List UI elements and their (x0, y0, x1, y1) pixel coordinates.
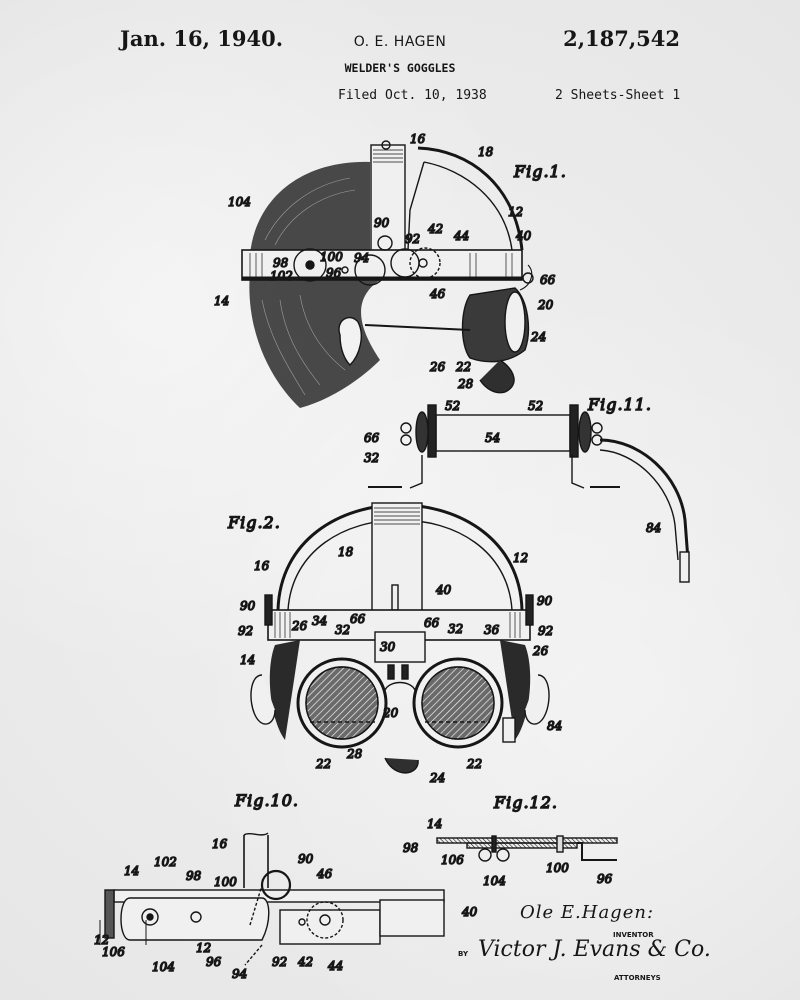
svg-text:22: 22 (466, 757, 482, 771)
svg-text:14: 14 (124, 864, 139, 878)
svg-text:102: 102 (270, 269, 293, 283)
svg-text:46: 46 (316, 867, 333, 881)
svg-text:102: 102 (154, 855, 177, 869)
svg-text:14: 14 (214, 294, 229, 308)
svg-text:12: 12 (508, 205, 523, 219)
svg-text:90: 90 (537, 594, 553, 608)
attorneys-signature: Victor J. Evans & Co. (478, 937, 711, 962)
svg-text:90: 90 (298, 852, 314, 866)
patent-title: WELDER'S GOGGLES (344, 61, 456, 75)
svg-text:92: 92 (538, 624, 553, 638)
svg-text:84: 84 (646, 521, 661, 535)
sheet-count: 2 Sheets-Sheet 1 (555, 88, 681, 103)
svg-text:30: 30 (380, 640, 396, 654)
svg-text:14: 14 (427, 817, 442, 831)
svg-text:92: 92 (238, 624, 253, 638)
svg-text:40: 40 (515, 229, 532, 243)
svg-text:24: 24 (530, 330, 546, 344)
svg-text:98: 98 (403, 841, 419, 855)
svg-text:16: 16 (254, 559, 270, 573)
inventor-caption: INVENTOR (613, 931, 654, 939)
svg-text:20: 20 (382, 706, 399, 720)
inventor-name: O. E. HAGEN (353, 34, 447, 50)
svg-text:54: 54 (485, 431, 500, 445)
fig1-label: Fig.1. (513, 162, 567, 181)
svg-text:12: 12 (513, 551, 528, 565)
svg-text:28: 28 (457, 377, 474, 391)
svg-text:104: 104 (152, 960, 175, 974)
fig12-label: Fig.12. (493, 793, 558, 812)
figure-10-hinge-detail: Fig.10. 16 90 46 14 102 98 100 40 12 106… (93, 790, 478, 981)
svg-text:90: 90 (374, 216, 390, 230)
svg-text:94: 94 (232, 967, 247, 981)
svg-text:26: 26 (291, 619, 308, 633)
figure-2-front-view: Fig.2. 18 16 12 40 90 90 92 92 26 34 66 … (226, 502, 563, 786)
svg-text:66: 66 (540, 273, 556, 287)
svg-text:16: 16 (410, 132, 426, 146)
svg-text:98: 98 (186, 869, 202, 883)
by-label: BY (458, 950, 469, 958)
svg-text:40: 40 (435, 583, 452, 597)
svg-text:106: 106 (441, 853, 464, 867)
svg-text:40: 40 (461, 905, 478, 919)
svg-text:32: 32 (364, 451, 379, 465)
svg-text:92: 92 (405, 232, 420, 246)
svg-text:106: 106 (102, 945, 125, 959)
filed-date: Filed Oct. 10, 1938 (338, 88, 487, 103)
svg-text:20: 20 (537, 298, 554, 312)
inventor-signature: Ole E.Hagen: (520, 902, 655, 923)
patent-date: Jan. 16, 1940. (120, 26, 284, 51)
svg-text:100: 100 (214, 875, 237, 889)
fig2-label: Fig.2. (227, 513, 281, 532)
svg-text:44: 44 (453, 229, 469, 243)
svg-text:28: 28 (346, 747, 363, 761)
svg-text:104: 104 (483, 874, 506, 888)
svg-text:96: 96 (326, 266, 342, 280)
svg-text:66: 66 (364, 431, 380, 445)
svg-text:94: 94 (354, 251, 369, 265)
svg-text:46: 46 (429, 287, 446, 301)
svg-text:12: 12 (94, 933, 109, 947)
figure-1-side-view: 16 18 Fig.1. 104 90 92 42 44 12 40 98 10… (213, 131, 567, 408)
svg-text:22: 22 (455, 360, 471, 374)
svg-text:66: 66 (350, 612, 366, 626)
svg-text:98: 98 (273, 256, 289, 270)
patent-number: 2,187,542 (563, 26, 680, 51)
svg-text:32: 32 (448, 622, 463, 636)
svg-text:104: 104 (228, 195, 251, 209)
svg-text:96: 96 (597, 872, 613, 886)
svg-text:18: 18 (478, 145, 494, 159)
svg-text:18: 18 (338, 545, 354, 559)
svg-text:14: 14 (240, 653, 255, 667)
svg-text:84: 84 (547, 719, 562, 733)
svg-text:96: 96 (206, 955, 222, 969)
svg-text:24: 24 (429, 771, 445, 785)
svg-text:92: 92 (272, 955, 287, 969)
svg-text:100: 100 (320, 250, 343, 264)
svg-text:52: 52 (445, 399, 460, 413)
svg-text:44: 44 (327, 959, 343, 973)
svg-text:26: 26 (532, 644, 549, 658)
svg-text:12: 12 (196, 941, 211, 955)
attorneys-caption: ATTORNEYS (614, 974, 661, 982)
figure-12-cross-section: Fig.12. 14 98 106 104 100 96 (402, 792, 618, 889)
svg-text:16: 16 (212, 837, 228, 851)
svg-text:36: 36 (484, 623, 500, 637)
svg-text:42: 42 (297, 955, 313, 969)
svg-text:22: 22 (315, 757, 331, 771)
svg-text:42: 42 (427, 222, 443, 236)
fig11-label: Fig.11. (587, 395, 652, 414)
svg-text:26: 26 (429, 360, 446, 374)
svg-text:100: 100 (546, 861, 569, 875)
svg-text:66: 66 (424, 616, 440, 630)
svg-text:34: 34 (312, 614, 327, 628)
svg-text:32: 32 (335, 623, 350, 637)
fig10-label: Fig.10. (234, 791, 299, 810)
svg-text:90: 90 (240, 599, 256, 613)
figure-11-bridge-detail: 52 52 Fig.11. 66 54 32 84 (363, 394, 690, 583)
svg-text:52: 52 (528, 399, 543, 413)
